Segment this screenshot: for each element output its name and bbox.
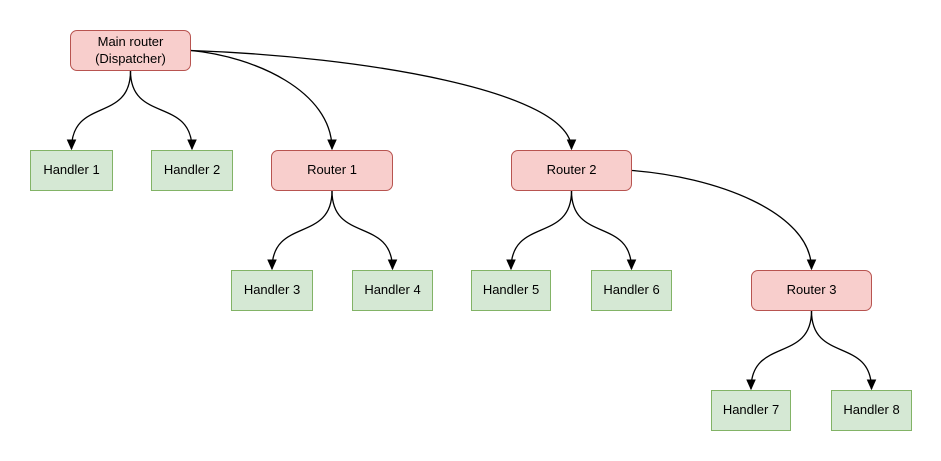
node-label-handler-6: Handler 6	[603, 282, 660, 298]
edge-router-1-to-handler-3	[267, 190, 333, 271]
edge-main-router-to-router-1	[190, 49, 337, 151]
node-router-2[interactable]: Router 2	[511, 150, 632, 191]
node-handler-4[interactable]: Handler 4	[352, 270, 433, 311]
edge-main-router-to-handler-2	[129, 70, 197, 151]
node-handler-5[interactable]: Handler 5	[471, 270, 551, 311]
edge-router-2-to-handler-6	[570, 190, 637, 271]
node-label-router-2: Router 2	[546, 162, 597, 178]
edge-router-3-to-handler-8	[810, 310, 877, 391]
node-label-handler-8: Handler 8	[843, 402, 900, 418]
edge-router-2-to-handler-5	[506, 190, 573, 271]
node-label-router-3: Router 3	[786, 282, 837, 298]
node-label-handler-1: Handler 1	[43, 162, 100, 178]
node-router-3[interactable]: Router 3	[751, 270, 872, 311]
node-handler-3[interactable]: Handler 3	[231, 270, 313, 311]
node-label-handler-4: Handler 4	[364, 282, 421, 298]
edge-main-router-to-router-2	[190, 49, 577, 151]
node-main-router[interactable]: Main router (Dispatcher)	[70, 30, 191, 71]
node-label-handler-5: Handler 5	[482, 282, 540, 298]
node-label-handler-7: Handler 7	[722, 402, 780, 418]
node-router-1[interactable]: Router 1	[271, 150, 393, 191]
node-handler-7[interactable]: Handler 7	[711, 390, 791, 431]
node-label-handler-3: Handler 3	[243, 282, 301, 298]
edge-router-3-to-handler-7	[746, 310, 813, 391]
node-label-main-router: Main router (Dispatcher)	[95, 33, 166, 66]
node-handler-2[interactable]: Handler 2	[151, 150, 233, 191]
node-handler-8[interactable]: Handler 8	[831, 390, 912, 431]
node-handler-6[interactable]: Handler 6	[591, 270, 672, 311]
node-label-router-1: Router 1	[307, 162, 357, 178]
node-handler-1[interactable]: Handler 1	[30, 150, 113, 191]
edge-router-1-to-handler-4	[331, 190, 398, 271]
node-label-handler-2: Handler 2	[163, 162, 221, 178]
edge-main-router-to-handler-1	[66, 70, 132, 151]
edge-router-2-to-router-3	[631, 169, 817, 271]
